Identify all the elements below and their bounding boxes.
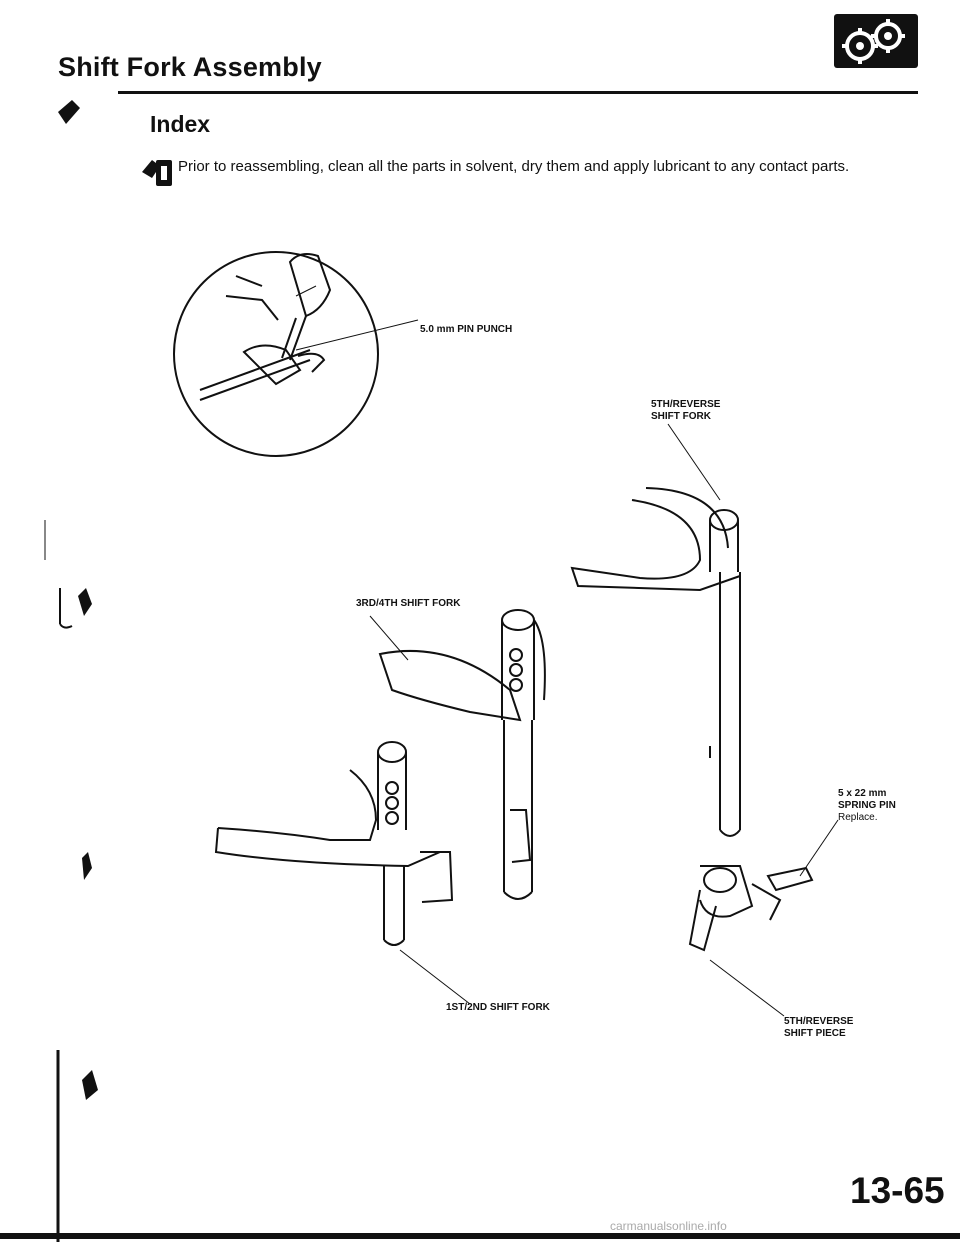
fifth-reverse-shift-fork — [570, 487, 741, 837]
note-text: Prior to reassembling, clean all the par… — [178, 158, 850, 175]
page-title: Shift Fork Assembly — [58, 52, 322, 82]
label-pin-punch: 5.0 mm PIN PUNCH — [420, 324, 513, 335]
section-heading: Index — [150, 111, 211, 137]
label-third-fourth-fork: 3RD/4TH SHIFT FORK — [356, 598, 461, 609]
third-fourth-shift-fork — [378, 609, 546, 900]
title-rule — [118, 91, 918, 94]
label-first-second-fork: 1ST/2ND SHIFT FORK — [446, 1002, 550, 1013]
fifth-reverse-shift-piece — [688, 865, 814, 952]
detail-circle — [173, 251, 379, 457]
gear-tools-icon — [834, 14, 918, 68]
label-fifth-reverse-fork: 5TH/REVERSE SHIFT FORK — [651, 399, 721, 422]
first-second-shift-fork — [214, 741, 454, 946]
label-spring-pin: 5 x 22 mm SPRING PIN Replace. — [838, 788, 896, 823]
watermark: carmanualsonline.info — [610, 1219, 727, 1233]
label-fifth-reverse-piece: 5TH/REVERSE SHIFT PIECE — [784, 1016, 854, 1039]
page-number: 13-65 — [850, 1170, 945, 1211]
